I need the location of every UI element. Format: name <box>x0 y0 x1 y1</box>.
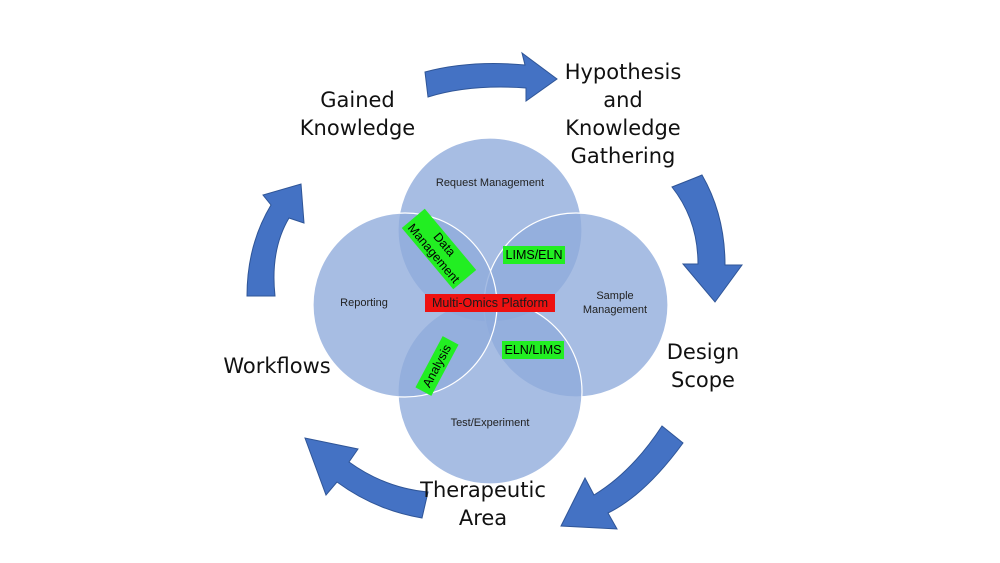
label-reporting: Reporting <box>340 297 388 309</box>
cycle-arrows <box>246 51 743 530</box>
label-request-management: Request Management <box>435 177 545 189</box>
arrow-left <box>246 183 305 297</box>
arrow-bottom-right <box>560 425 684 530</box>
arrow-top <box>424 51 558 102</box>
arrow-right <box>671 174 743 303</box>
label-workflows: Workflows <box>223 354 331 378</box>
tag-multi-omics-platform: Multi-Omics Platform <box>425 294 555 312</box>
tag-lims-eln: LIMS/ELN <box>503 246 565 264</box>
label-test-experiment: Test/Experiment <box>450 417 530 429</box>
arrow-bottom-left <box>304 437 429 519</box>
tag-eln-lims: ELN/LIMS <box>502 341 564 359</box>
